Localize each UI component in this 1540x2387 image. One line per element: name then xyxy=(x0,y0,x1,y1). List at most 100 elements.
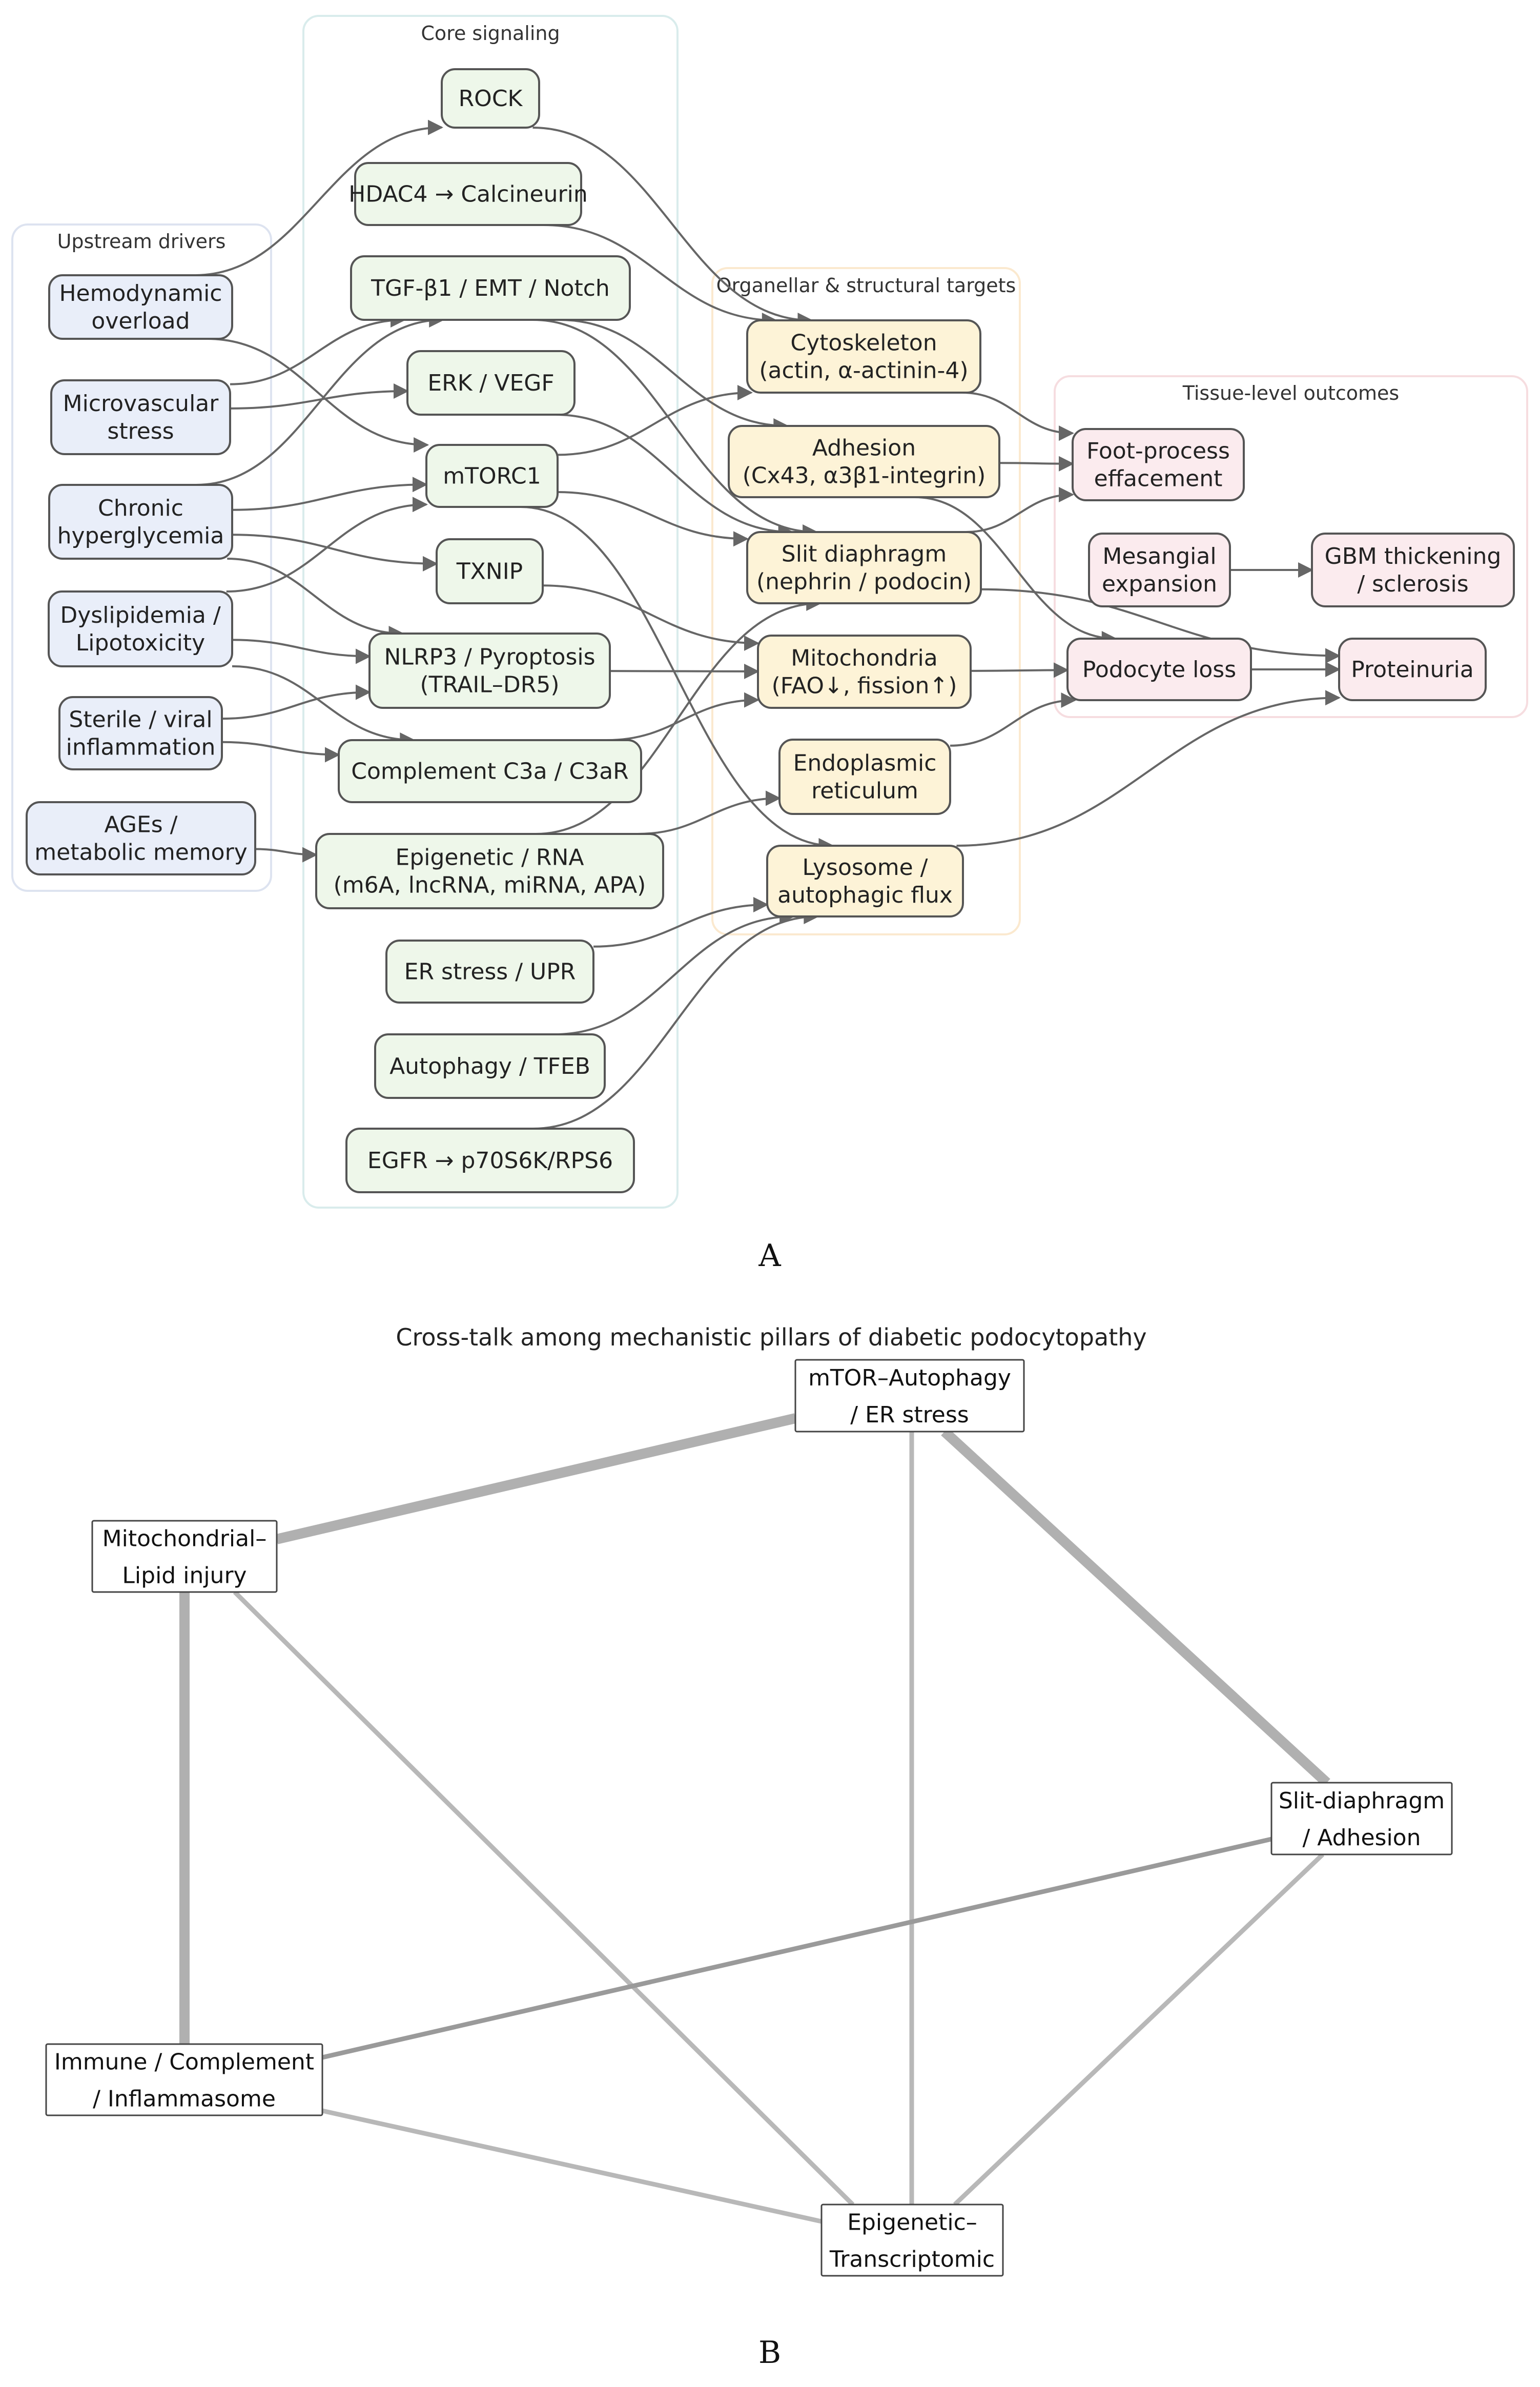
node-erstress: ER stress / UPR xyxy=(385,940,594,1004)
node-label-micro-line1: Microvascular xyxy=(63,391,219,417)
group-box-tissue xyxy=(1054,375,1528,718)
node-box-sterile xyxy=(58,696,223,770)
node-box-egfr xyxy=(345,1128,635,1193)
edge-sterile-to-nlrp3 xyxy=(221,684,371,720)
edge-epigen-to-er xyxy=(637,790,781,835)
node-label-cyto-line1: Cytoskeleton xyxy=(790,330,937,356)
edge-hdac-to-cyto xyxy=(543,224,777,328)
pillar-immune: Immune / Complement / Inflammasome xyxy=(45,2043,323,2116)
node-box-epigen xyxy=(315,833,664,909)
node-label-adhesion-line2: (Cx43, α3β1-integrin) xyxy=(743,463,986,489)
node-label-egfr-line1: EGFR → p70S6K/RPS6 xyxy=(367,1148,613,1174)
edge-chronic-to-nlrp3 xyxy=(227,558,404,641)
edge-tgf-to-adhesion xyxy=(559,319,789,434)
node-box-micro xyxy=(50,379,231,455)
edge-cyto-to-foot xyxy=(962,392,1074,441)
edge-adhesion-to-podo xyxy=(914,496,1117,646)
node-prot: Proteinuria xyxy=(1338,638,1487,701)
group-label-core: Core signaling xyxy=(421,22,560,45)
node-gbm: GBM thickening/ sclerosis xyxy=(1311,533,1515,607)
pillar-label-immune-line1: Immune / Complement xyxy=(54,2049,314,2075)
node-label-nlrp3-line2: (TRAIL–DR5) xyxy=(420,672,559,698)
panel-b-title: Cross-talk among mechanistic pillars of … xyxy=(396,1323,1146,1351)
node-label-ages-line1: AGEs / xyxy=(105,812,178,838)
node-box-rock xyxy=(441,68,540,129)
node-box-mesangial xyxy=(1088,533,1231,607)
node-rock: ROCK xyxy=(441,68,540,129)
edge-micro-to-erk xyxy=(230,383,409,410)
node-complement: Complement C3a / C3aR xyxy=(338,739,642,803)
edge-mtorc1-to-cyto xyxy=(557,385,753,456)
node-box-foot xyxy=(1072,428,1245,501)
node-box-hdac xyxy=(354,162,582,226)
node-epigen: Epigenetic / RNA(m6A, lncRNA, miRNA, APA… xyxy=(315,833,664,909)
edge-er-to-podo xyxy=(950,692,1077,747)
node-box-nlrp3 xyxy=(368,633,611,709)
node-label-gbm-line1: GBM thickening xyxy=(1325,543,1502,569)
node-label-gbm-line2: / sclerosis xyxy=(1357,571,1468,597)
node-label-lyso-line1: Lysosome / xyxy=(803,854,928,881)
group-box-upstream xyxy=(11,223,272,892)
node-egfr: EGFR → p70S6K/RPS6 xyxy=(345,1128,635,1193)
link-immune-slitA xyxy=(321,1837,1272,2060)
pillar-label-mtor-line1: mTOR–Autophagy xyxy=(808,1365,1011,1391)
pillar-label-epi-line2: Transcriptomic xyxy=(829,2247,995,2273)
pillar-label-mtor-line2: / ER stress xyxy=(850,1402,969,1428)
node-erk: ERK / VEGF xyxy=(406,350,576,416)
pillar-label-epi-line1: Epigenetic– xyxy=(847,2210,977,2236)
node-mtorc1: mTORC1 xyxy=(425,444,559,508)
node-label-rock-line1: ROCK xyxy=(459,86,523,112)
node-box-slit xyxy=(746,531,982,604)
edge-dysl-to-mtorc1 xyxy=(226,497,428,593)
node-label-erstress-line1: ER stress / UPR xyxy=(404,959,576,985)
node-box-hemo xyxy=(48,274,233,340)
node-label-nlrp3-line1: NLRP3 / Pyroptosis xyxy=(384,644,595,670)
node-label-podo-line1: Podocyte loss xyxy=(1082,657,1236,683)
edge-egfr-to-lyso xyxy=(532,909,819,1130)
node-label-prot-line1: Proteinuria xyxy=(1351,657,1473,683)
node-dysl: Dyslipidemia /Lipotoxicity xyxy=(48,590,233,667)
node-box-adhesion xyxy=(728,425,1000,498)
node-autoph: Autophagy / TFEB xyxy=(374,1033,606,1099)
edge-erk-to-slit xyxy=(555,414,794,540)
node-label-slit-line1: Slit diaphragm xyxy=(782,541,947,567)
node-box-mtorc1 xyxy=(425,444,559,508)
edge-hemo-to-rock xyxy=(194,119,443,276)
link-mtor-slitA xyxy=(941,1427,1330,1787)
pillar-label-immune-line2: / Inflammasome xyxy=(93,2086,276,2112)
node-box-erk xyxy=(406,350,576,416)
node-label-micro-line2: stress xyxy=(107,418,174,444)
link-slitA-epi xyxy=(953,1852,1325,2207)
edge-slit-to-foot xyxy=(966,487,1074,533)
pillar-label-slitA-line1: Slit-diaphragm xyxy=(1279,1788,1445,1814)
node-label-hemo-line1: Hemodynamic xyxy=(59,280,222,307)
node-label-lyso-line2: autophagic flux xyxy=(777,882,953,908)
node-label-dysl-line1: Dyslipidemia / xyxy=(60,602,220,628)
node-label-cyto-line2: (actin, α-actinin-4) xyxy=(759,358,968,384)
node-podo: Podocyte loss xyxy=(1066,638,1252,701)
pillar-label-slitA-line2: / Adhesion xyxy=(1303,1825,1421,1851)
pillar-mtor: mTOR–Autophagy / ER stress xyxy=(794,1359,1025,1433)
group-box-organellar xyxy=(711,267,1021,935)
node-label-mito-line1: Mitochondria xyxy=(791,645,937,671)
node-box-prot xyxy=(1338,638,1487,701)
node-adhesion: Adhesion(Cx43, α3β1-integrin) xyxy=(728,425,1000,498)
link-immune-epi xyxy=(322,2108,822,2224)
node-box-complement xyxy=(338,739,642,803)
node-box-mito xyxy=(757,635,972,709)
panel-a-letter: A xyxy=(758,1238,781,1274)
node-box-chronic xyxy=(48,484,233,560)
edge-chronic-to-txnip xyxy=(232,534,438,572)
group-box-core xyxy=(302,15,679,1209)
pillar-box-epi xyxy=(820,2204,1004,2277)
edge-dysl-to-complement xyxy=(232,665,416,748)
node-box-er xyxy=(778,739,951,815)
pillar-box-mitoL xyxy=(91,1520,278,1593)
edge-lyso-to-prot xyxy=(956,690,1341,847)
